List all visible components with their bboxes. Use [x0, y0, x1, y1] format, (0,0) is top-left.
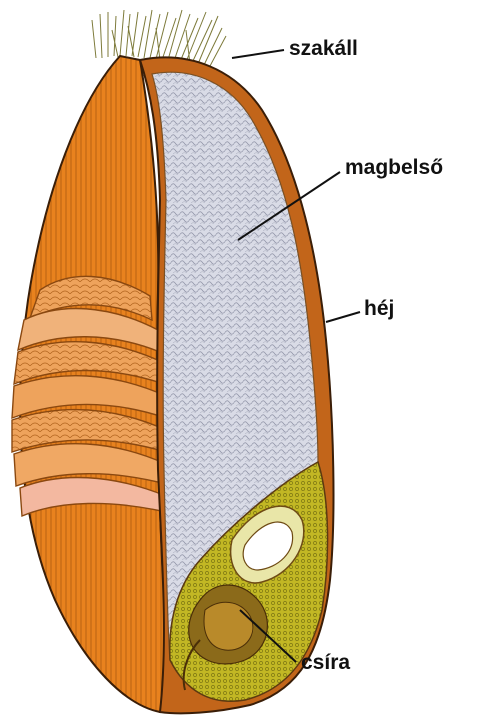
leader-hej	[326, 312, 360, 322]
label-hull: héj	[364, 298, 394, 319]
label-endosperm: magbelső	[345, 157, 443, 178]
label-beard: szakáll	[289, 38, 358, 59]
leader-szakall	[232, 50, 284, 58]
label-germ: csíra	[301, 652, 350, 673]
